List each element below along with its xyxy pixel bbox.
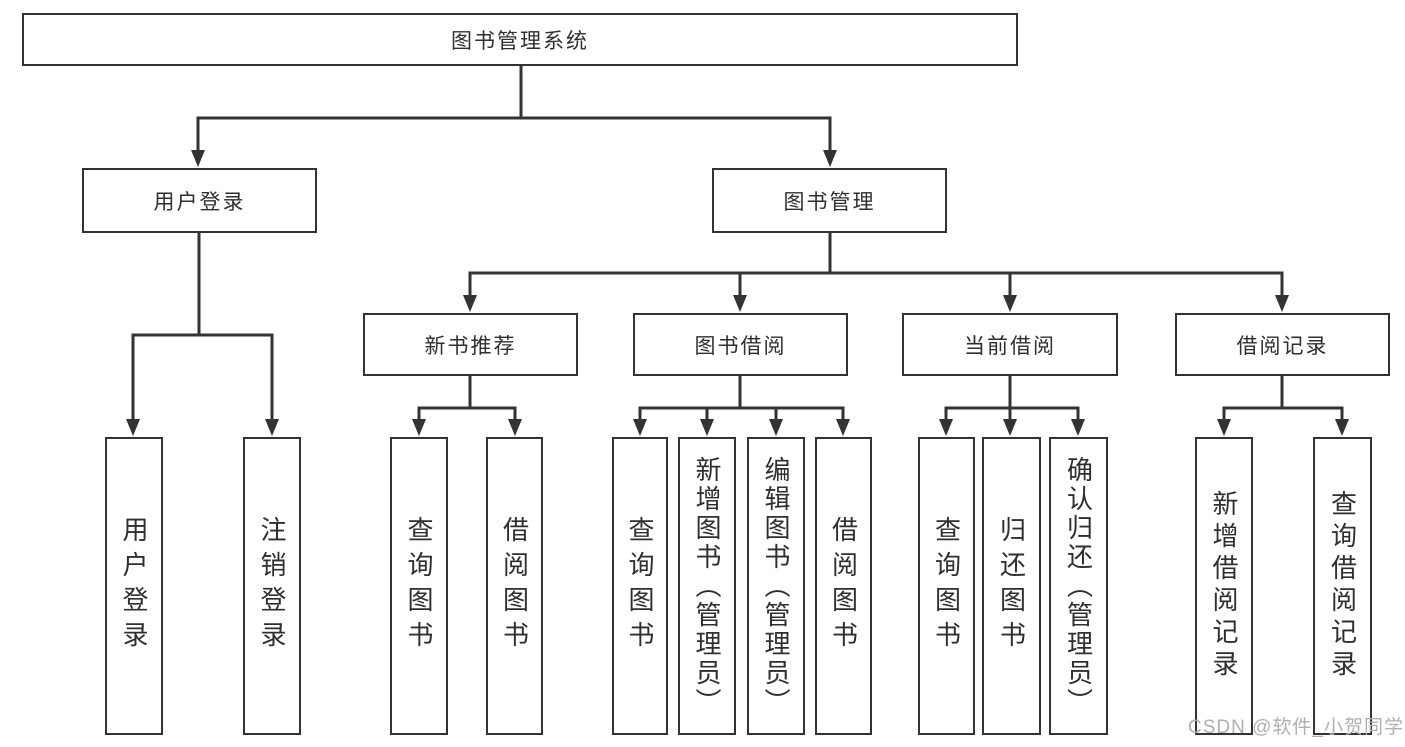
- node-root-label: 图书管理系统: [451, 29, 589, 53]
- arrow-down-icon: [1275, 295, 1289, 312]
- leaf-confirm-return-admin: 确认归还（管理员）: [1049, 437, 1108, 735]
- connector-records-to-leaves: [1222, 374, 1344, 423]
- csdn-watermark: CSDN @软件_小贺同学: [1188, 717, 1404, 738]
- leaf-confirm-return-admin-label: 确认归还（管理员）: [1063, 455, 1094, 717]
- leaf-query-borrow-record: 查询借阅记录: [1313, 437, 1372, 735]
- leaf-user-login-label: 用户登录: [119, 516, 149, 656]
- node-new-book-recommend: 新书推荐: [363, 313, 578, 376]
- arrow-down-icon: [939, 419, 953, 436]
- leaf-edit-books-admin-label: 编辑图书（管理员）: [761, 455, 791, 717]
- arrow-down-icon: [836, 419, 850, 436]
- connector-mgmt-to-level3: [468, 231, 1284, 299]
- node-user-login-label: 用户登录: [153, 190, 246, 214]
- arrow-down-icon: [412, 419, 426, 436]
- connector-recommend-to-leaves: [417, 374, 517, 423]
- node-book-borrow: 图书借阅: [633, 313, 848, 376]
- node-book-management: 图书管理: [712, 168, 947, 233]
- arrow-down-icon: [733, 295, 747, 312]
- arrow-down-icon: [1003, 419, 1017, 436]
- leaf-borrow-books-borrow: 借阅图书: [815, 437, 872, 735]
- leaf-return-books: 归还图书: [982, 437, 1041, 735]
- arrow-down-icon: [1003, 295, 1017, 312]
- arrow-down-icon: [633, 419, 647, 436]
- connector-borrow-to-leaves: [638, 374, 845, 423]
- leaf-query-books-recommend-label: 查询图书: [404, 516, 434, 656]
- leaf-edit-books-admin: 编辑图书（管理员）: [747, 437, 805, 735]
- node-root: 图书管理系统: [22, 13, 1018, 66]
- arrow-down-icon: [508, 419, 522, 436]
- leaf-logout: 注销登录: [243, 437, 301, 735]
- leaf-add-books-admin-label: 新增图书（管理员）: [692, 455, 722, 717]
- leaf-query-books-current-label: 查询图书: [931, 516, 962, 656]
- arrow-down-icon: [823, 150, 837, 167]
- node-borrow-records-label: 借阅记录: [1236, 334, 1329, 358]
- node-borrow-records: 借阅记录: [1175, 313, 1390, 376]
- leaf-query-books-current: 查询图书: [918, 437, 975, 735]
- connector-login-to-leaves: [131, 231, 274, 423]
- arrowheads: [126, 150, 1349, 436]
- leaf-query-books-borrow: 查询图书: [612, 437, 668, 735]
- arrow-down-icon: [463, 295, 477, 312]
- leaf-add-borrow-record: 新增借阅记录: [1195, 437, 1253, 735]
- arrow-down-icon: [191, 150, 205, 167]
- arrow-down-icon: [1217, 419, 1231, 436]
- connector-current-to-leaves: [944, 374, 1080, 423]
- node-current-borrow-label: 当前借阅: [964, 334, 1056, 358]
- arrow-down-icon: [700, 419, 714, 436]
- arrow-down-icon: [265, 419, 279, 436]
- connector-root-to-level2: [196, 64, 832, 154]
- node-book-management-label: 图书管理: [783, 190, 876, 214]
- leaf-query-books-recommend: 查询图书: [390, 437, 448, 735]
- node-new-book-recommend-label: 新书推荐: [424, 334, 517, 358]
- leaf-add-books-admin: 新增图书（管理员）: [678, 437, 736, 735]
- leaf-borrow-books-borrow-label: 借阅图书: [828, 516, 859, 656]
- leaf-borrow-books-recommend: 借阅图书: [486, 437, 543, 735]
- node-book-borrow-label: 图书借阅: [694, 334, 787, 358]
- node-current-borrow: 当前借阅: [902, 313, 1118, 376]
- leaf-return-books-label: 归还图书: [996, 516, 1027, 656]
- arrow-down-icon: [1335, 419, 1349, 436]
- leaf-query-borrow-record-label: 查询借阅记录: [1327, 490, 1358, 682]
- leaf-borrow-books-recommend-label: 借阅图书: [499, 516, 530, 656]
- arrow-down-icon: [769, 419, 783, 436]
- leaf-logout-label: 注销登录: [257, 516, 287, 656]
- leaf-add-borrow-record-label: 新增借阅记录: [1209, 490, 1239, 682]
- node-user-login: 用户登录: [82, 168, 317, 233]
- leaf-user-login: 用户登录: [105, 437, 163, 735]
- leaf-query-books-borrow-label: 查询图书: [625, 516, 655, 656]
- arrow-down-icon: [1071, 419, 1085, 436]
- arrow-down-icon: [126, 419, 140, 436]
